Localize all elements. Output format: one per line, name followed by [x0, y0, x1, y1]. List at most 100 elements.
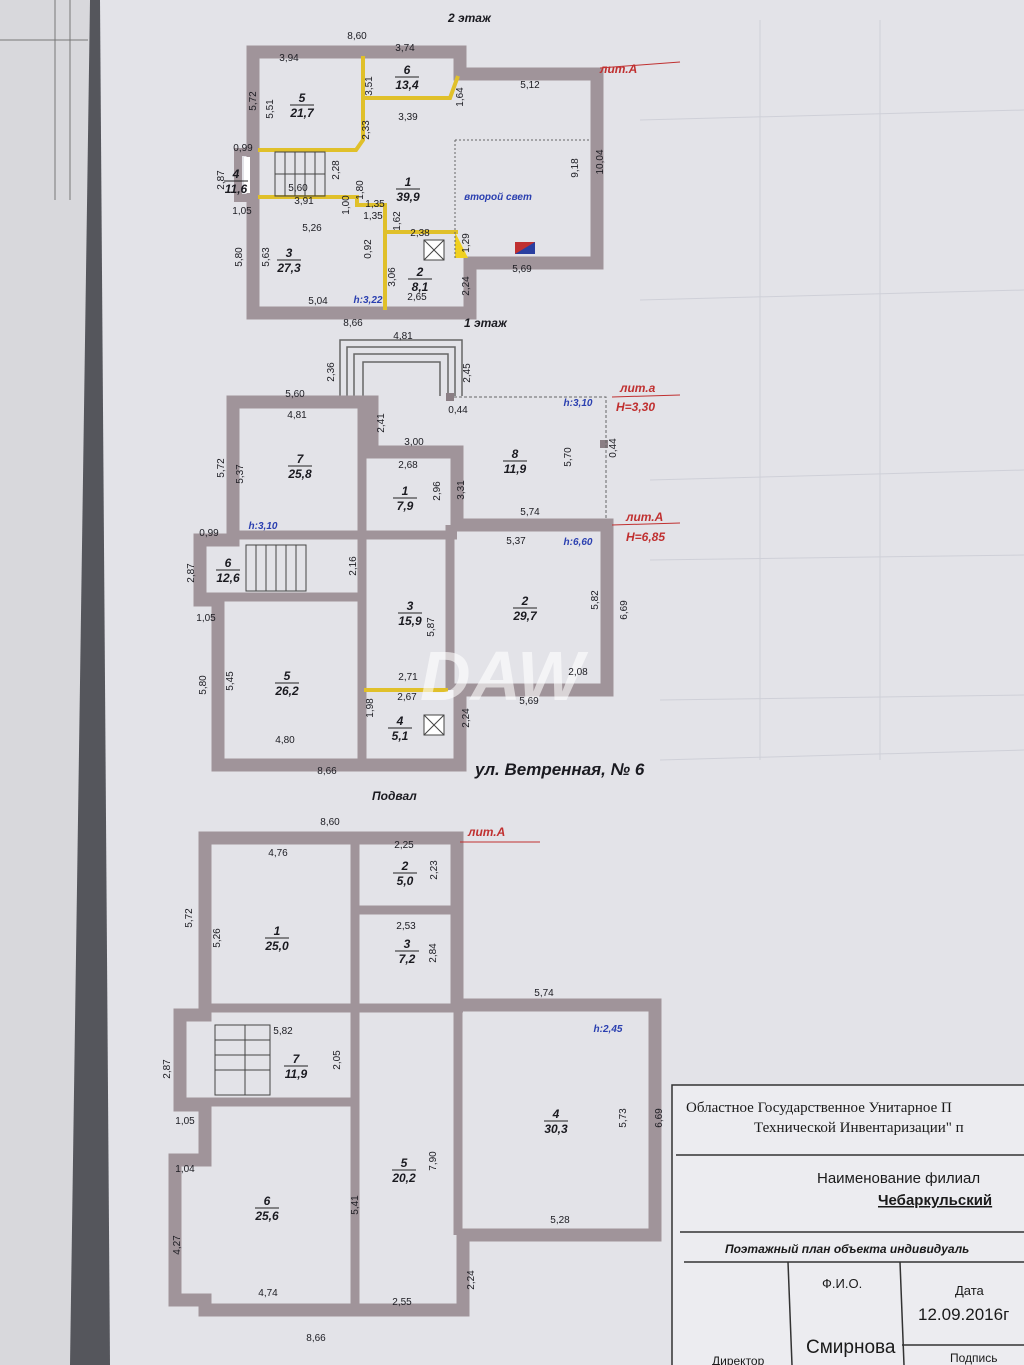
- dimension-label: 5,69: [519, 696, 539, 707]
- date-value: 12.09.2016г: [918, 1305, 1009, 1324]
- lit-A-height: H=6,85: [626, 530, 665, 544]
- room-label: 125,0: [264, 924, 289, 953]
- room-label: 45,1: [388, 714, 412, 743]
- dimension-label: 2,36: [326, 362, 337, 382]
- ceiling-height-label: h:6,60: [564, 537, 593, 548]
- floor-1-title: 1 этаж: [464, 316, 508, 330]
- dimension-label: 1,00: [341, 195, 352, 215]
- room-number: 7: [297, 452, 305, 466]
- room-number: 5: [401, 1156, 408, 1170]
- dimension-label: 2,65: [407, 292, 427, 303]
- dimension-label: 2,38: [410, 228, 430, 239]
- room-number: 1: [402, 484, 409, 498]
- room-area: 39,9: [396, 190, 420, 204]
- room-area: 25,8: [287, 467, 312, 481]
- dimension-label: 3,74: [395, 43, 415, 54]
- room-label: 625,6: [254, 1194, 279, 1223]
- dimension-label: 2,24: [466, 1270, 477, 1290]
- dimension-label: 2,55: [392, 1297, 412, 1308]
- ventilation-shaft: [455, 232, 468, 258]
- room-label: 613,4: [395, 63, 419, 92]
- date-label: Дата: [955, 1283, 985, 1298]
- room-number: 5: [284, 669, 291, 683]
- room-area: 26,2: [274, 684, 299, 698]
- room-label: 139,9: [396, 175, 420, 204]
- room-number: 3: [286, 246, 293, 260]
- dimension-label: 1,80: [355, 180, 366, 200]
- room-area: 11,6: [225, 182, 248, 196]
- dimension-label: 10,04: [595, 149, 606, 174]
- watermark-logo: DAW: [420, 637, 589, 715]
- dimension-label: 0,99: [233, 143, 253, 154]
- room-label: 811,9: [503, 447, 527, 476]
- dimension-label: 5,28: [550, 1215, 570, 1226]
- room-area: 12,6: [216, 571, 240, 585]
- dimension-label: 3,06: [387, 267, 398, 287]
- room-number: 4: [552, 1107, 560, 1121]
- dimension-label: 4,81: [393, 331, 413, 342]
- signature-label: Подпись: [950, 1351, 998, 1365]
- room-label: 17,9: [393, 484, 417, 513]
- room-number: 6: [404, 63, 411, 77]
- address: ул. Ветренная, № 6: [474, 760, 645, 779]
- room-number: 3: [404, 937, 411, 951]
- left-page: [0, 0, 90, 1365]
- dimension-label: 2,24: [461, 276, 472, 296]
- dimension-label: 5,72: [216, 458, 227, 478]
- dimension-label: 2,87: [162, 1059, 173, 1079]
- room-area: 5,0: [397, 874, 414, 888]
- dimension-label: 1,04: [175, 1164, 195, 1175]
- dimension-label: 2,28: [331, 160, 342, 180]
- dimension-label: 2,24: [461, 708, 472, 728]
- dimension-label: 5,60: [285, 389, 305, 400]
- dimension-label: 6,69: [619, 600, 630, 620]
- room-area: 15,9: [398, 614, 422, 628]
- floor-2-title: 2 этаж: [447, 11, 492, 25]
- dimension-label: 5,87: [426, 617, 437, 637]
- dimension-label: 5,73: [618, 1108, 629, 1128]
- room-label: 521,7: [289, 91, 315, 120]
- org-line-2: Технической Инвентаризации" п: [754, 1120, 964, 1136]
- dimension-label: 2,23: [429, 860, 440, 880]
- room-area: 29,7: [512, 609, 538, 623]
- dimension-label: 2,96: [432, 481, 443, 501]
- room-area: 20,2: [391, 1171, 416, 1185]
- room-number: 2: [401, 859, 409, 873]
- room-number: 4: [232, 167, 240, 181]
- dimension-label: 5,26: [302, 223, 322, 234]
- dimension-label: 4,80: [275, 735, 295, 746]
- room-label: 430,3: [544, 1107, 568, 1136]
- second-light-label: второй свет: [464, 192, 532, 203]
- dimension-label: 1,05: [196, 613, 216, 624]
- room-area: 11,9: [285, 1067, 308, 1081]
- room-number: 3: [407, 599, 414, 613]
- room-area: 25,6: [254, 1209, 279, 1223]
- fio-label: Ф.И.О.: [822, 1276, 862, 1291]
- room-label: 28,1: [408, 265, 432, 294]
- title-block: Областное Государственное Унитарное П Те…: [671, 1084, 1024, 1365]
- dimension-label: 9,18: [570, 158, 581, 178]
- dimension-label: 5,80: [234, 247, 245, 267]
- basement-plan: [168, 831, 662, 1317]
- room-label: 25,0: [393, 859, 417, 888]
- left-page-table: [0, 0, 88, 200]
- room-number: 6: [225, 556, 232, 570]
- dimension-label: 3,51: [364, 76, 375, 96]
- dimension-label: 1,64: [455, 87, 466, 107]
- dimension-label: 3,00: [404, 437, 424, 448]
- dimension-label: 5,63: [261, 247, 272, 267]
- dimension-label: 1,05: [232, 206, 252, 217]
- room-number: 1: [274, 924, 281, 938]
- dimension-label: 2,05: [332, 1050, 343, 1070]
- dimension-label: 8,66: [317, 766, 337, 777]
- basement-lit: лит.А: [467, 825, 505, 839]
- branch-name: Чебаркульский: [878, 1192, 992, 1209]
- room-number: 1: [405, 175, 412, 189]
- room-label: 411,6: [224, 167, 248, 196]
- ceiling-height-label: h:2,45: [594, 1024, 623, 1035]
- room-area: 30,3: [544, 1122, 568, 1136]
- dimension-label: 5,51: [265, 99, 276, 119]
- dimension-label: 2,67: [397, 692, 417, 703]
- plan-title: Поэтажный план объекта индивидуаль: [725, 1242, 969, 1256]
- stairs-icon: [245, 544, 307, 592]
